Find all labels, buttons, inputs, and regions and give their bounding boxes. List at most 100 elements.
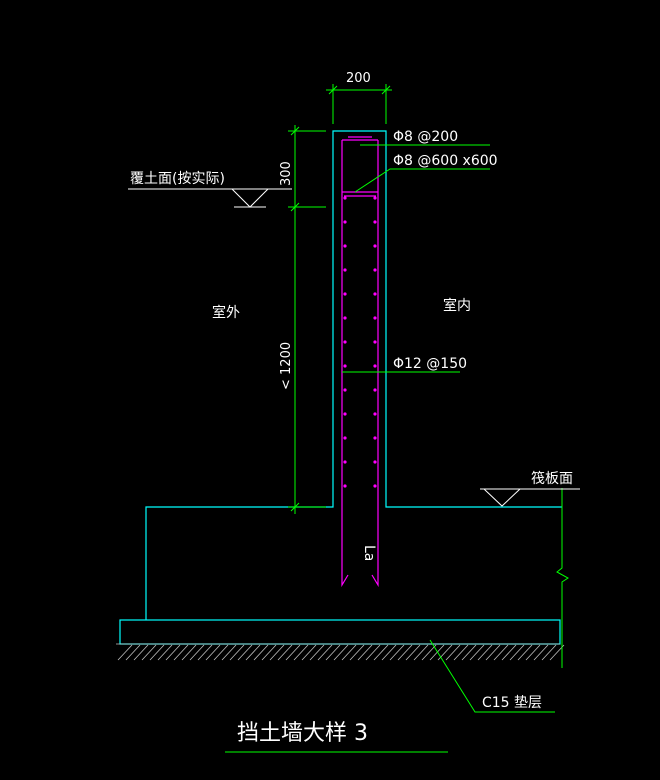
rebar-dot: [373, 364, 377, 368]
cushion-layer: [119, 619, 561, 645]
hatch-line: [413, 644, 429, 661]
rebar-dot: [343, 460, 347, 464]
rebar-dot: [373, 316, 377, 320]
hatch-line: [365, 644, 381, 661]
rebar-tie: [342, 191, 378, 197]
rebar-dot: [373, 244, 377, 248]
hatch-line: [349, 644, 365, 661]
concrete-outline: [119, 130, 562, 645]
hatch-line: [205, 644, 221, 661]
hatch-line: [533, 644, 549, 661]
dim-wall-height: < 1200: [279, 342, 294, 390]
hatch-line: [453, 644, 469, 661]
hatch-line: [389, 644, 405, 661]
hatch-line: [189, 644, 205, 661]
indoor-label: 室内: [443, 297, 471, 314]
hatch-line: [461, 644, 477, 661]
rebar-dot: [343, 412, 347, 416]
hatch-line: [229, 644, 245, 661]
break-line: [556, 488, 569, 668]
hatch-line: [261, 644, 277, 661]
rebar-tie-label: Φ8 @600 x600: [393, 153, 498, 169]
hatch-line: [149, 644, 165, 661]
hatch-line: [437, 644, 453, 661]
level-symbols: [128, 188, 580, 507]
hatch-line: [269, 644, 285, 661]
rebar-dot: [343, 220, 347, 224]
backfill-surface-label: 覆土面(按实际): [130, 171, 225, 187]
hatch-line: [517, 644, 533, 661]
backfill-level-triangle: [231, 188, 269, 208]
rebar-dot: [343, 316, 347, 320]
rebar-dot: [343, 244, 347, 248]
hatch-line: [397, 644, 413, 661]
rebar-dot: [373, 196, 377, 200]
hatch-line: [317, 644, 333, 661]
hatch-line: [469, 644, 485, 661]
dimension-lines: [288, 84, 392, 514]
hatch-line: [509, 644, 525, 661]
leader-cushion: [429, 639, 555, 713]
rebar-dot: [373, 460, 377, 464]
hatch-line: [309, 644, 325, 661]
rebar-dot: [373, 340, 377, 344]
rebar-dot: [373, 436, 377, 440]
rebar-dot: [343, 268, 347, 272]
cushion-label: C15 垫层: [482, 695, 542, 711]
drawing-title: 挡土墙大样 3: [237, 721, 368, 746]
hatch-line: [165, 644, 181, 661]
hatch-line: [293, 644, 309, 661]
wall-and-raft-outline: [145, 130, 562, 620]
hatch-line: [157, 644, 173, 661]
hatch-line: [333, 644, 349, 661]
hatch-line: [197, 644, 213, 661]
rebar-dot: [343, 196, 347, 200]
rebar-left-bar: [341, 140, 349, 588]
hatch-line: [501, 644, 517, 661]
rebar-dot: [343, 388, 347, 392]
hatch-line: [477, 644, 493, 661]
rebar-dot: [343, 364, 347, 368]
rebar-dot: [373, 388, 377, 392]
outdoor-label: 室外: [212, 304, 240, 321]
hatch-line: [253, 644, 269, 661]
hatch-line: [485, 644, 501, 661]
hatch-line: [357, 644, 373, 661]
hatch-line: [325, 644, 341, 661]
rebar-dot: [343, 484, 347, 488]
raft-level-triangle: [483, 488, 521, 507]
hatch-line: [301, 644, 317, 661]
rebar-dot: [373, 220, 377, 224]
rebar-dot: [343, 292, 347, 296]
hatch-line: [429, 644, 445, 661]
rebar-dots: [343, 196, 377, 488]
rebar-dot: [373, 292, 377, 296]
hatch-line: [525, 644, 541, 661]
hatch-line: [405, 644, 421, 661]
ground-hatch: [116, 643, 565, 661]
hatch-line: [181, 644, 197, 661]
rebar-dot: [373, 484, 377, 488]
hatch-line: [237, 644, 253, 661]
hatch-line: [373, 644, 389, 661]
hatch-line: [381, 644, 397, 661]
rebar-vertical-label: Φ12 @150: [393, 356, 467, 372]
hatch-line: [141, 644, 157, 661]
hatch-line: [125, 644, 141, 661]
rebar-cage: [341, 136, 379, 588]
rebar-dot: [373, 268, 377, 272]
rebar-dot: [373, 412, 377, 416]
rebar-dot: [343, 340, 347, 344]
hatch-line: [277, 644, 293, 661]
rebar-right-bar: [371, 140, 379, 588]
dim-wall-thickness: 200: [346, 71, 371, 86]
hatch-line: [133, 644, 149, 661]
hatch-line: [541, 644, 557, 661]
dim-top-height: 300: [279, 161, 294, 186]
hatch-line: [445, 644, 461, 661]
raft-surface-label: 筏板面: [531, 470, 573, 487]
rebar-dot: [343, 436, 347, 440]
leader-tie: [354, 168, 490, 193]
hatch-line: [285, 644, 301, 661]
